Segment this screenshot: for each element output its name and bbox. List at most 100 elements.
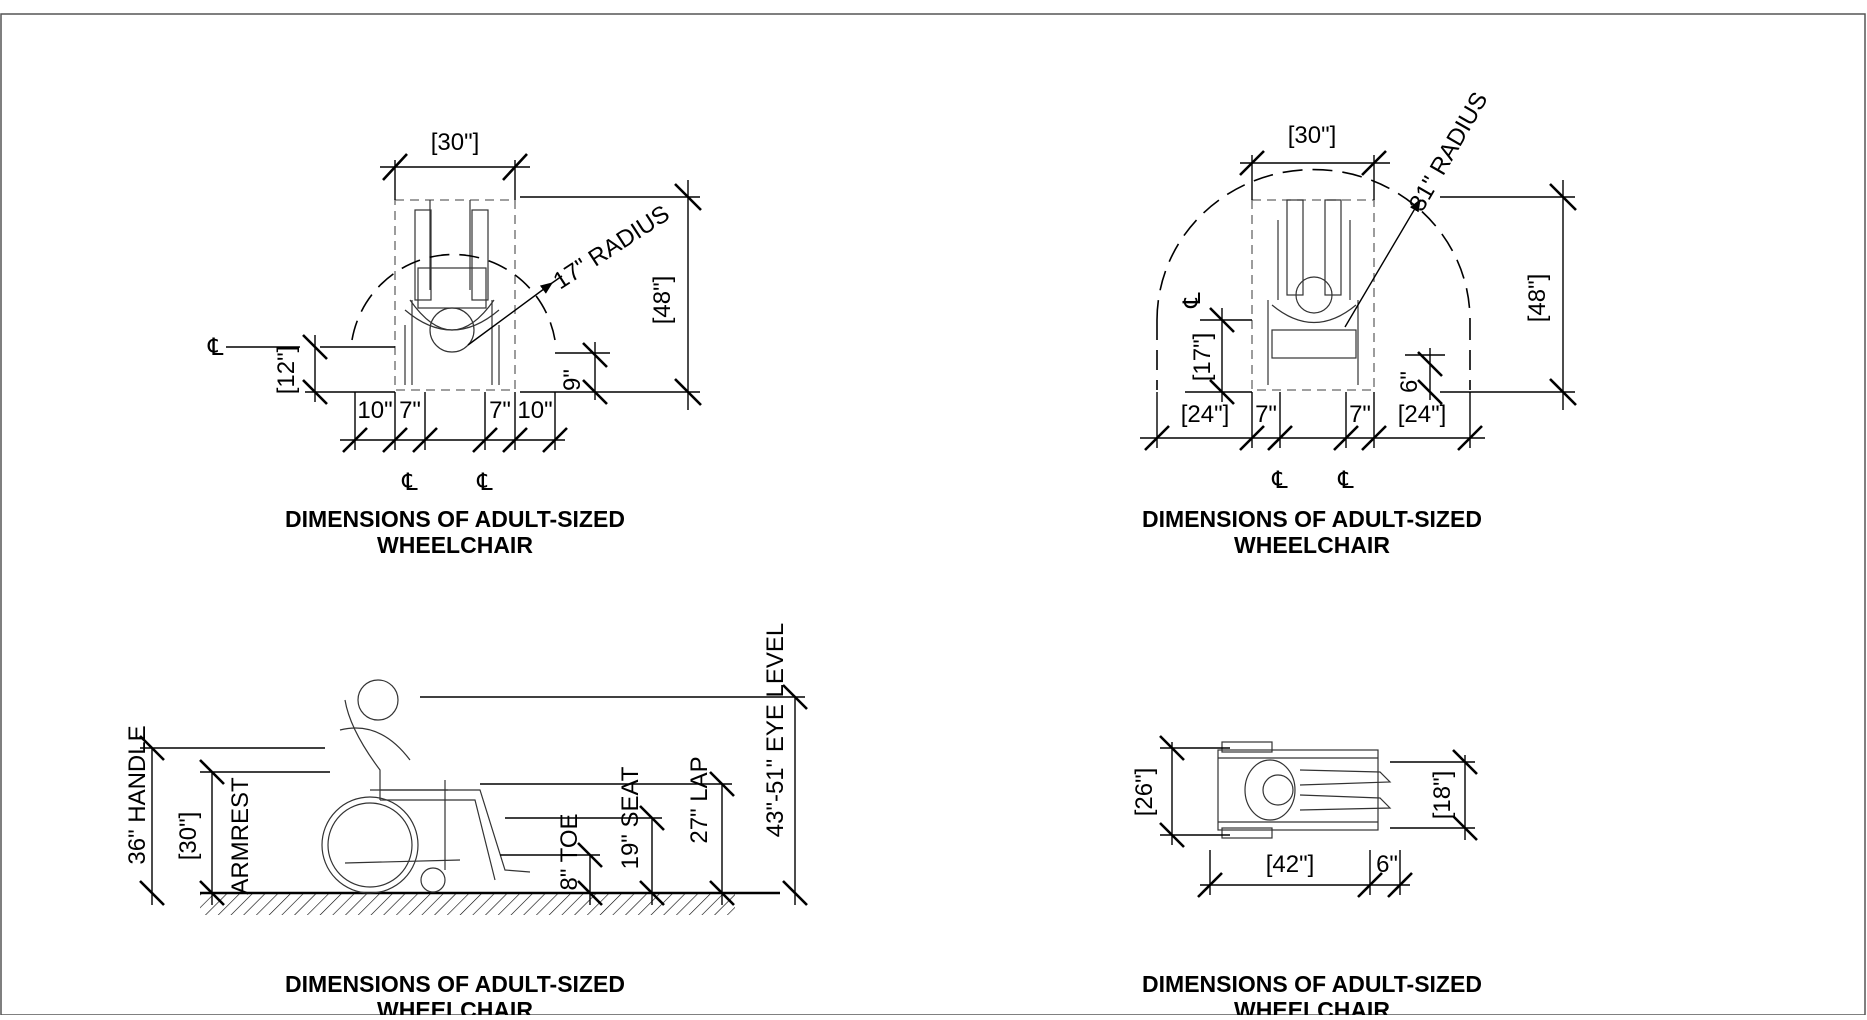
side-label: [12"] (273, 346, 300, 395)
caption-line-2: WHEELCHAIR (1234, 997, 1390, 1015)
side-tick-bottom (1209, 379, 1235, 405)
chain-tick-2 (1239, 425, 1265, 451)
chain-label-1: [24"] (1181, 401, 1230, 428)
depth-tick-top (1549, 183, 1577, 211)
width-tick-top (1159, 735, 1185, 761)
width-label: [30"] (1288, 122, 1337, 149)
rise-label: 9" (559, 369, 586, 391)
rise-tick-bottom (1417, 379, 1443, 405)
chain-label-3: 7" (1349, 401, 1371, 428)
handle-label: 36" HANDLE (124, 725, 151, 864)
ground-hatch (200, 893, 735, 915)
chain-label-1: 10" (357, 397, 392, 424)
turning-arc (1156, 168, 1471, 321)
eye-label: 43"-51" EYE LEVEL (762, 623, 789, 838)
turning-arc (351, 253, 556, 341)
chain-tick-1 (1144, 425, 1170, 451)
wheelchair-plan-figure (1217, 741, 1392, 839)
caption-line-2: WHEELCHAIR (377, 532, 533, 558)
length-tick-m (1357, 872, 1383, 898)
width-label: [26"] (1131, 768, 1158, 817)
radius-arrow (1344, 198, 1421, 328)
toe-tick-top (577, 842, 603, 868)
radius-leader (551, 275, 563, 284)
inner-tick-top (1452, 749, 1478, 775)
caption-line-1: DIMENSIONS OF ADULT-SIZED (285, 971, 625, 997)
seat-tick-top (639, 805, 665, 831)
caption-line-2: WHEELCHAIR (1234, 532, 1390, 558)
lap-label: 27" LAP (686, 756, 713, 843)
rise-label: 6" (1396, 371, 1423, 393)
depth-label: [48"] (649, 276, 676, 325)
chain-tick-3 (1267, 425, 1293, 451)
armrest-dim-label: [30"] (175, 812, 202, 861)
foot-label: 6" (1376, 851, 1398, 878)
width-label: [30"] (431, 129, 480, 156)
chain-label-3: 7" (489, 397, 511, 424)
width-tick-l (382, 153, 408, 181)
chain-label-2: 7" (399, 397, 421, 424)
length-label: [42"] (1266, 851, 1315, 878)
footprint-outline (1251, 199, 1375, 391)
width-tick-r (1361, 150, 1387, 176)
rise-tick-top (1417, 351, 1443, 377)
depth-tick-bottom (1549, 378, 1577, 406)
width-tick-bottom (1159, 822, 1185, 848)
inner-label: [18"] (1429, 771, 1456, 820)
view-bottom-right: [26"] [18"] [42"] 6" DIMENSIONS OF ADULT… (1131, 735, 1482, 1020)
lap-tick-bottom (709, 880, 735, 906)
chain-tick-6 (1457, 425, 1483, 451)
lap-tick-top (709, 771, 735, 797)
centerline-symbol-left: ℄ (207, 334, 224, 361)
seat-label: 19" SEAT (617, 766, 644, 869)
side-tick-bottom (302, 379, 328, 405)
side-tick-top (302, 334, 328, 360)
eye-tick-top (782, 684, 808, 710)
chain-label-2: 7" (1255, 401, 1277, 428)
toe-label: 8" TOE (556, 813, 583, 890)
chain-label-4: 10" (517, 397, 552, 424)
armrest-tick-top (199, 759, 225, 785)
caption-line-1: DIMENSIONS OF ADULT-SIZED (1142, 971, 1482, 997)
depth-label: [48"] (1524, 274, 1551, 323)
footprint-outline (394, 199, 516, 391)
handle-tick-top (139, 735, 165, 761)
chain-tick-1 (342, 427, 368, 453)
sheet-border (0, 13, 1866, 1016)
chain-tick-5 (1361, 425, 1387, 451)
chain-tick-2 (382, 427, 408, 453)
centerline-symbol-2: ℄ (476, 469, 493, 496)
side-tick-top (1209, 307, 1235, 333)
depth-tick-top (674, 183, 702, 211)
seat-tick-bottom (639, 880, 665, 906)
caption-line-1: DIMENSIONS OF ADULT-SIZED (285, 506, 625, 532)
length-tick-l (1197, 872, 1223, 898)
length-tick-r (1387, 872, 1413, 898)
view-bottom-left: 36" HANDLE [30"] ARMREST 8" TOE 19" SEAT… (124, 623, 808, 1020)
side-label: [17"] (1189, 333, 1216, 382)
radius-arrow (467, 282, 554, 346)
chain-tick-6 (542, 427, 568, 453)
centerline-symbol-2: ℄ (1337, 467, 1354, 494)
chain-tick-5 (502, 427, 528, 453)
inner-tick-bottom (1452, 815, 1478, 841)
armrest-tick-bottom (199, 880, 225, 906)
wheelchair-front-figure (404, 200, 500, 385)
rise-tick-top (582, 342, 608, 368)
view-top-left: 17" RADIUS [30"] [48"] [12"] ℄ 9" (207, 129, 702, 558)
caption-line-1: DIMENSIONS OF ADULT-SIZED (1142, 506, 1482, 532)
wheelchair-front-figure (1267, 199, 1359, 385)
centerline-symbol-1: ℄ (401, 469, 418, 496)
view-top-right: 31" RADIUS [30"] [48"] [17"] ℄ 6" (1140, 88, 1577, 558)
chain-tick-4 (1333, 425, 1359, 451)
toe-tick-bottom (577, 880, 603, 906)
chain-tick-3 (412, 427, 438, 453)
chain-tick-4 (472, 427, 498, 453)
armrest-label: ARMREST (227, 777, 254, 895)
width-tick-l (1239, 150, 1265, 176)
centerline-symbol-side: ℄ (1179, 292, 1206, 309)
caption-line-2: WHEELCHAIR (377, 997, 533, 1015)
wheelchair-side-figure (321, 679, 531, 894)
